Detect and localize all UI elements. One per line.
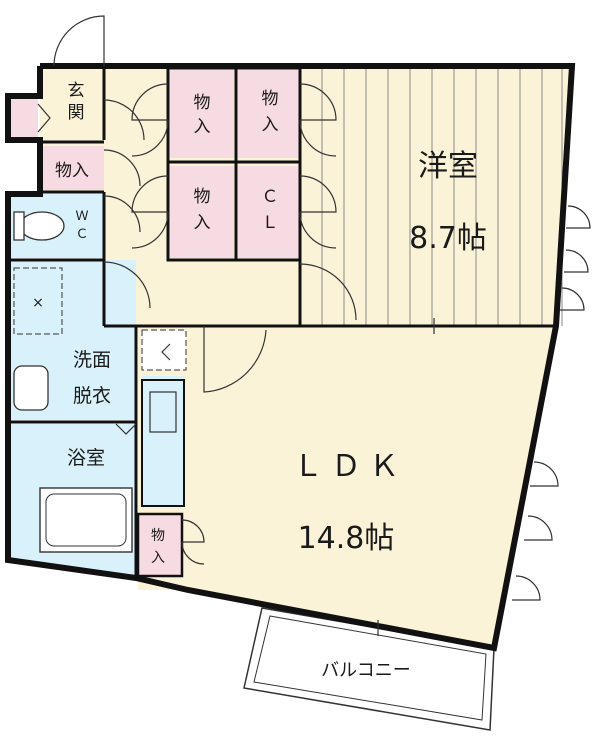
- washroom-label-2: 脱衣: [73, 385, 111, 407]
- entrance-label: 玄 関: [68, 81, 85, 123]
- closet-door-2: [131, 119, 169, 157]
- washroom-door-mark: [115, 423, 137, 435]
- outer-wall: [5, 63, 576, 652]
- west-closet-door-4: [299, 211, 337, 249]
- western-room-floor: [300, 66, 572, 326]
- closet-top2-label-2: 入: [262, 115, 279, 135]
- closet-small-fill: [138, 514, 182, 576]
- closet-top1-label-1: 物: [194, 93, 211, 113]
- fridge-mark: [161, 343, 171, 361]
- kitchen-counter: [141, 379, 185, 507]
- western-room-label: 洋室: [418, 149, 478, 184]
- ldk-size: 14.8帖: [298, 521, 395, 556]
- closet-top1-fill: [170, 70, 234, 158]
- front-door: [53, 15, 105, 67]
- closet-mid-label-2: 入: [194, 213, 211, 233]
- bathroom-label: 浴室: [67, 447, 105, 469]
- closet-entrance-label: 物入: [55, 161, 89, 181]
- bathtub-inner: [45, 493, 127, 547]
- hall-door-3: [103, 261, 151, 309]
- closet-grid: [166, 66, 302, 262]
- fridge-space: [141, 329, 187, 371]
- washroom-label-1: 洗面: [73, 349, 111, 371]
- bathtub-icon: [39, 487, 133, 553]
- closet-top2-label-1: 物: [262, 89, 279, 109]
- closet-cl-fill: [238, 166, 300, 258]
- sink: [149, 391, 177, 433]
- ldk-label: ＬＤＫ: [293, 449, 407, 484]
- ldk-floor: [188, 326, 556, 648]
- closet-small-label-1: 物: [151, 528, 165, 544]
- wc-label-2: Ｃ: [75, 227, 88, 242]
- wash-basin-icon: [13, 365, 49, 411]
- closet-door-4: [131, 211, 169, 249]
- window-2: [564, 249, 589, 273]
- balcony-label: バルコニー: [321, 660, 411, 681]
- western-door: [299, 263, 357, 321]
- hall-door-1: [103, 149, 141, 187]
- entrance-floor: [40, 66, 104, 140]
- west-closet-door-1: [299, 83, 337, 121]
- closet-cl-label-2: Ｌ: [262, 213, 279, 233]
- western-room-size: 8.7帖: [409, 221, 487, 256]
- shoe-box-fill: [8, 96, 38, 140]
- window-3: [560, 287, 585, 311]
- closet-mid-fill: [170, 166, 234, 258]
- closet-mid-label-1: 物: [194, 187, 211, 207]
- wood-stripes: [321, 66, 563, 326]
- window-4: [530, 461, 559, 487]
- hall-door-2: [103, 195, 141, 233]
- ldk-door: [203, 326, 267, 393]
- entrance-label-1: 玄: [68, 81, 85, 101]
- washer-mark: ×: [32, 295, 44, 311]
- shoebox-mark: [37, 103, 51, 133]
- west-closet-door-2: [299, 119, 337, 157]
- window-6: [512, 575, 541, 601]
- balcony-inner: [253, 615, 487, 721]
- west-closet-door-3: [299, 175, 337, 213]
- washing-machine-space: [13, 267, 63, 335]
- toilet-icon: [19, 211, 65, 241]
- toilet-tank: [13, 211, 25, 241]
- entrance-label-2: 関: [68, 103, 85, 123]
- window-1: [566, 205, 591, 229]
- small-closet-door-2: [181, 541, 205, 565]
- wc-label-1: Ｗ: [75, 209, 88, 224]
- closet-entrance-fill: [40, 146, 104, 190]
- closet-cl-label-1: Ｃ: [262, 187, 279, 207]
- closet-door-1: [131, 83, 169, 121]
- small-closet-door: [181, 519, 205, 543]
- closet-top2-fill: [238, 70, 300, 158]
- kitchen-fill: [142, 376, 184, 506]
- window-5: [524, 515, 553, 541]
- closet-top1-label-2: 入: [194, 117, 211, 137]
- closet-small-label-2: 入: [151, 550, 165, 566]
